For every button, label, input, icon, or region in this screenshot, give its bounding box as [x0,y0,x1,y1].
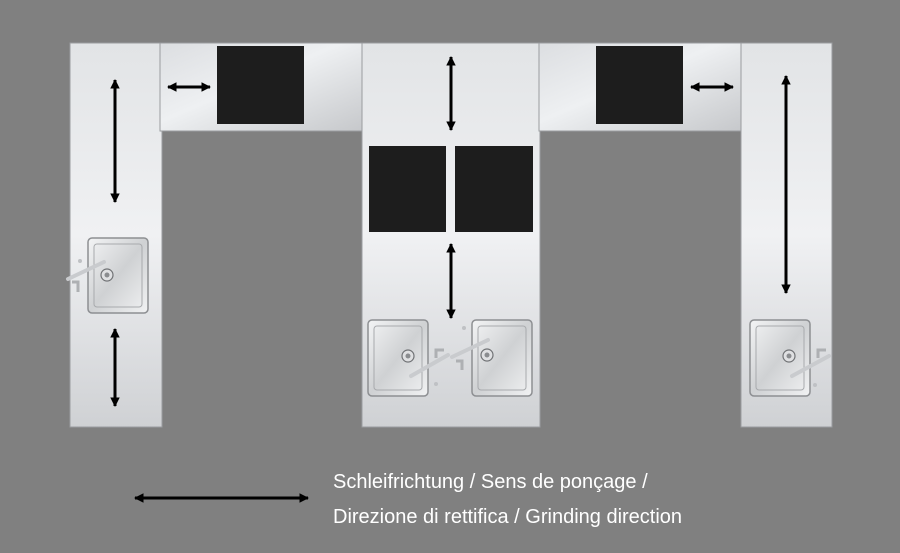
sink-basin [477,325,527,391]
sink-center-right [450,319,533,397]
sink-icon [87,237,149,314]
hob-zone [217,46,304,124]
faucet-icon [66,260,106,281]
hob-zones [217,46,683,232]
sink-basin [755,325,805,391]
faucet-icon [409,353,450,378]
sink-center-left [367,319,450,397]
sink-right [749,319,831,397]
faucet-icon [790,354,831,378]
sink-icon [471,319,533,397]
hob-zone [369,146,446,232]
sink-basin [373,325,423,391]
legend-text-line-1: Schleifrichtung / Sens de ponçage / [333,471,648,493]
sink-left [66,237,149,314]
faucet-icon [450,338,490,359]
hob-zone [596,46,683,124]
sink-icon [749,319,811,397]
sink-icon [367,319,429,397]
hob-zone [455,146,533,232]
legend-text-line-2: Direzione di rettifica / Grinding direct… [333,506,683,528]
grinding-direction-arrows [110,56,791,407]
sink-basin [93,243,143,308]
